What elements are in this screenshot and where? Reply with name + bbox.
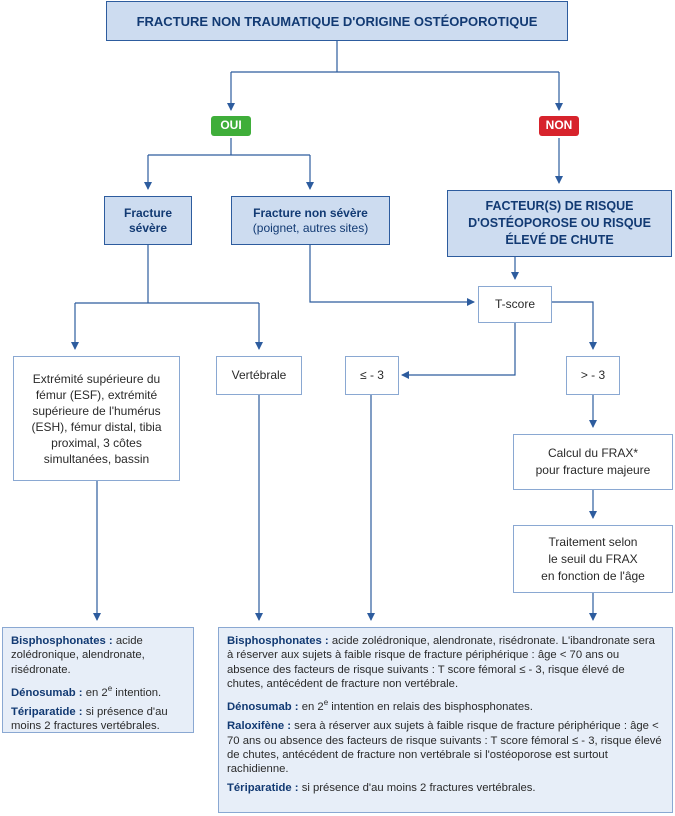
non-severe-sub: (poignet, autres sites) [252, 220, 369, 235]
left-deno-post: intention. [112, 686, 162, 699]
left-teriparatide: Tériparatide : si présence d'au moins 2 … [11, 705, 185, 734]
frax-line1: Calcul du FRAX* [547, 446, 639, 460]
tscore-le3-box: ≤ - 3 [345, 356, 399, 395]
severe-fracture-box: Fracture sévère [104, 196, 192, 245]
right-teri-text: si présence d'au moins 2 fractures verté… [298, 782, 536, 795]
treatment-box: Traitement selon le seuil du FRAX en fon… [513, 525, 673, 593]
left-deno-pre: en 2 [82, 686, 108, 699]
right-deno-sup: e [323, 698, 329, 708]
yes-badge: OUI [211, 116, 251, 136]
right-deno-label: Dénosumab : [227, 700, 299, 713]
right-deno-post: intention en relais des bisphosphonates. [328, 700, 533, 713]
left-treatment-panel: Bisphosphonates : acide zolédronique, al… [2, 627, 194, 733]
tscore-label: T-score [494, 297, 535, 311]
tscore-le3-label: ≤ - 3 [360, 368, 384, 382]
left-teri-label: Tériparatide : [11, 705, 83, 718]
right-treatment-panel: Bisphosphonates : acide zolédronique, al… [218, 627, 673, 813]
risk-factors-label: FACTEUR(S) DE RISQUE D'OSTÉOPOROSE OU RI… [468, 199, 651, 247]
right-bisphos-label: Bisphosphonates : [227, 635, 329, 647]
vertebral-label: Vertébrale [231, 368, 287, 382]
frax-line2: pour fracture majeure [535, 463, 651, 477]
non-severe-title: Fracture non sévère [253, 205, 368, 220]
right-bisphos-text: acide zolédronique, alendronate, risédro… [227, 635, 655, 690]
risk-factors-box: FACTEUR(S) DE RISQUE D'OSTÉOPOROSE OU RI… [447, 190, 672, 257]
right-denosumab: Dénosumab : en 2e intention en relais de… [227, 696, 664, 714]
right-bisphosphonates: Bisphosphonates : acide zolédronique, al… [227, 634, 664, 691]
connector-yes-split [148, 138, 310, 156]
left-deno-label: Dénosumab : [11, 686, 83, 699]
left-denosumab: Dénosumab : en 2e intention. [11, 682, 185, 700]
right-raloxifene: Raloxifène : sera à réserver aux sujets … [227, 719, 664, 776]
tscore-box: T-score [478, 286, 552, 323]
arrow-tscore-to-gt3 [552, 301, 597, 350]
vertebral-box: Vertébrale [216, 356, 302, 395]
treatment-line2: le seuil du FRAX [548, 551, 638, 566]
treatment-line3: en fonction de l'âge [541, 568, 645, 583]
fracture-sites-label: Extrémité supérieure du fémur (ESF), ext… [31, 371, 162, 466]
left-bisphos-text: acide zolédronique, alendronate, risédro… [11, 635, 145, 676]
non-severe-fracture-box: Fracture non sévère (poignet, autres sit… [231, 196, 390, 245]
left-deno-sup: e [107, 683, 113, 693]
tscore-gt3-label: > - 3 [580, 368, 606, 382]
title-box: FRACTURE NON TRAUMATIQUE D'ORIGINE OSTÉO… [106, 1, 568, 41]
arrow-tscore-to-le3 [401, 323, 516, 379]
no-badge: NON [539, 116, 579, 136]
arrow-non-severe-to-tscore [309, 245, 475, 306]
right-teri-label: Tériparatide : [227, 782, 299, 795]
frax-box: Calcul du FRAX* pour fracture majeure [513, 434, 673, 490]
connector-severe-split [75, 245, 259, 304]
left-bisphosphonates: Bisphosphonates : acide zolédronique, al… [11, 634, 185, 677]
fracture-sites-box: Extrémité supérieure du fémur (ESF), ext… [13, 356, 180, 481]
right-ralox-label: Raloxifène : [227, 720, 292, 733]
right-deno-pre: en 2 [298, 700, 324, 713]
treatment-line1: Traitement selon [548, 534, 638, 549]
title-text: FRACTURE NON TRAUMATIQUE D'ORIGINE OSTÉO… [136, 13, 538, 29]
right-teriparatide: Tériparatide : si présence d'au moins 2 … [227, 781, 664, 795]
tscore-gt3-box: > - 3 [566, 356, 620, 395]
connector-title-split [231, 41, 559, 73]
severe-fracture-label: Fracture sévère [123, 205, 173, 235]
right-ralox-text: sera à réserver aux sujets à faible risq… [227, 720, 662, 776]
left-teri-text: si présence d'au moins 2 fractures verté… [11, 705, 168, 733]
left-bisphos-label: Bisphosphonates : [11, 635, 113, 647]
